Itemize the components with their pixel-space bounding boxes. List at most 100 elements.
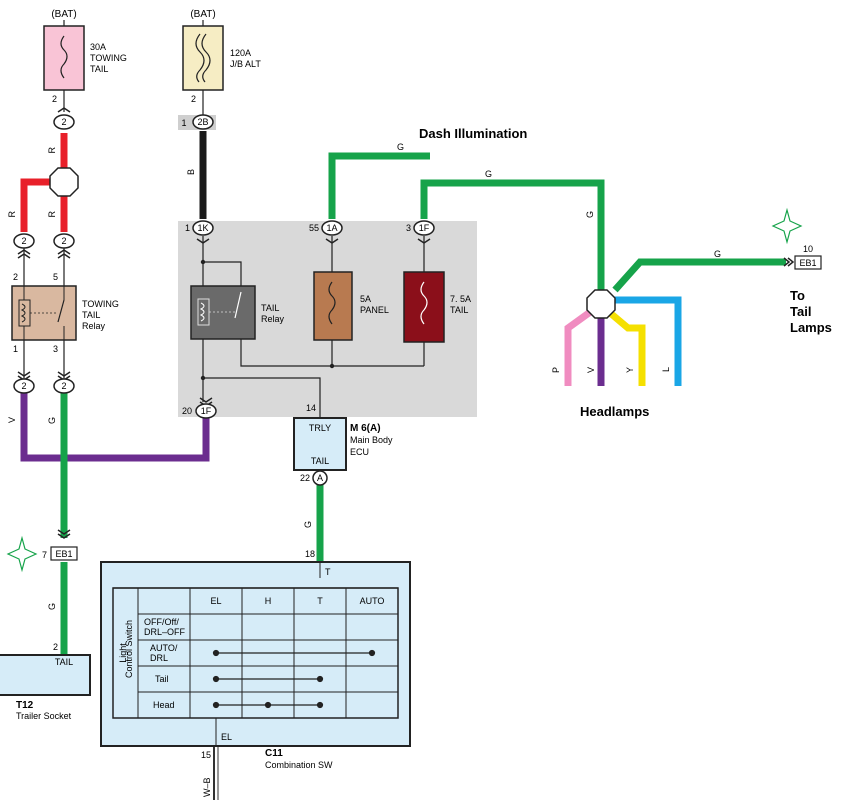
svg-text:M 6(A): M 6(A) xyxy=(350,423,381,434)
svg-text:PANEL: PANEL xyxy=(360,305,389,315)
svg-text:G: G xyxy=(303,521,313,528)
relay-coil-icon xyxy=(20,303,26,323)
svg-text:P: P xyxy=(551,367,561,373)
svg-text:R: R xyxy=(7,211,17,218)
connector-1k: 1 1K xyxy=(185,220,214,244)
headlamp-splice-icon xyxy=(586,289,616,319)
svg-text:1K: 1K xyxy=(197,223,208,233)
svg-text:Head: Head xyxy=(153,700,175,710)
svg-text:2: 2 xyxy=(61,381,66,391)
svg-text:TAIL: TAIL xyxy=(261,303,279,313)
main-body-ecu: 14 TRLY TAIL M 6(A) Main Body ECU 22 A xyxy=(293,403,393,486)
connector-1f-bottom: 20 1F xyxy=(182,397,217,419)
ground-star-icon xyxy=(6,535,38,573)
svg-text:Tail: Tail xyxy=(155,674,169,684)
svg-text:TOWING: TOWING xyxy=(90,53,127,63)
svg-text:H: H xyxy=(265,596,272,606)
fuse-30a-towing-tail: (BAT) 30A TOWING TAIL 2 xyxy=(43,9,127,112)
svg-text:120A: 120A xyxy=(230,48,251,58)
svg-text:Light: Light xyxy=(118,643,128,663)
combination-switch-label: C11 Combination SW xyxy=(265,748,333,770)
svg-text:ECU: ECU xyxy=(350,447,369,457)
svg-text:Main Body: Main Body xyxy=(350,435,393,445)
svg-text:15: 15 xyxy=(201,750,211,760)
svg-text:Relay: Relay xyxy=(82,321,106,331)
svg-text:2: 2 xyxy=(13,272,18,282)
svg-text:1F: 1F xyxy=(419,223,430,233)
connector-1a: 55 1A xyxy=(309,220,343,244)
svg-text:1: 1 xyxy=(185,223,190,233)
red-wires xyxy=(20,133,68,232)
dash-illumination-label: Dash Illumination xyxy=(419,126,527,141)
svg-text:R: R xyxy=(47,211,57,218)
svg-text:EL: EL xyxy=(221,732,232,742)
svg-text:TAIL: TAIL xyxy=(55,657,73,667)
connector-eb1-right: 10 EB1 xyxy=(783,244,822,270)
svg-text:V: V xyxy=(586,367,596,373)
trailer-socket: 2 TAIL T12 Trailer Socket xyxy=(0,642,91,721)
svg-text:2: 2 xyxy=(52,94,57,104)
fuse-5a-panel: 5A PANEL xyxy=(313,271,389,341)
fuse-7-5a-tail: 7. 5A TAIL xyxy=(403,271,471,343)
svg-text:10: 10 xyxy=(803,244,813,254)
svg-text:3: 3 xyxy=(406,223,411,233)
svg-text:7: 7 xyxy=(42,550,47,560)
svg-text:J/B ALT: J/B ALT xyxy=(230,59,261,69)
svg-text:EB1: EB1 xyxy=(799,258,816,268)
svg-text:R: R xyxy=(47,147,57,154)
tail-relay: TAIL Relay xyxy=(190,285,285,340)
fuse-120a-jb-alt: (BAT) 120A J/B ALT 2 xyxy=(182,9,261,116)
headlamps-label: Headlamps xyxy=(580,404,649,419)
svg-text:20: 20 xyxy=(182,406,192,416)
svg-text:G: G xyxy=(714,249,721,259)
svg-text:2: 2 xyxy=(61,117,66,127)
relay-switch-icon xyxy=(57,299,65,323)
svg-text:(BAT): (BAT) xyxy=(51,9,76,20)
svg-text:Lamps: Lamps xyxy=(790,320,832,335)
svg-text:AUTO: AUTO xyxy=(360,596,385,606)
svg-text:W–B: W–B xyxy=(202,777,212,797)
svg-text:V: V xyxy=(7,417,17,423)
svg-text:T: T xyxy=(317,596,323,606)
svg-text:EB1: EB1 xyxy=(55,549,72,559)
connector-1f-top: 3 1F xyxy=(406,220,435,244)
svg-text:2B: 2B xyxy=(197,117,208,127)
connector-2-right-low: 2 xyxy=(53,371,75,394)
svg-text:TOWING: TOWING xyxy=(82,299,119,309)
svg-text:OFF/Off/: OFF/Off/ xyxy=(144,617,179,627)
junction-dots xyxy=(200,259,335,381)
svg-text:(BAT): (BAT) xyxy=(190,9,215,20)
svg-text:To: To xyxy=(790,288,805,303)
svg-text:TAIL: TAIL xyxy=(90,64,108,74)
svg-text:DRL–OFF: DRL–OFF xyxy=(144,627,186,637)
svg-text:DRL: DRL xyxy=(150,653,168,663)
svg-text:Combination SW: Combination SW xyxy=(265,760,333,770)
svg-text:G: G xyxy=(485,169,492,179)
violet-wire xyxy=(20,392,210,462)
svg-text:Y: Y xyxy=(625,367,635,373)
svg-text:1F: 1F xyxy=(201,406,212,416)
relay-coil-icon xyxy=(199,302,205,322)
towing-tail-relay: 2 5 TOWING TAIL Relay 1 3 xyxy=(11,272,119,354)
svg-text:G: G xyxy=(47,603,57,610)
green-wires xyxy=(60,152,786,655)
svg-text:5: 5 xyxy=(53,272,58,282)
svg-text:1: 1 xyxy=(13,344,18,354)
svg-text:T12: T12 xyxy=(16,700,34,711)
svg-text:G: G xyxy=(397,142,404,152)
svg-text:EL: EL xyxy=(210,596,221,606)
svg-text:T: T xyxy=(325,567,331,577)
svg-text:2: 2 xyxy=(191,94,196,104)
svg-text:TAIL: TAIL xyxy=(82,310,100,320)
svg-text:TAIL: TAIL xyxy=(311,456,329,466)
svg-text:2: 2 xyxy=(61,236,66,246)
svg-text:30A: 30A xyxy=(90,42,106,52)
svg-text:18: 18 xyxy=(305,549,315,559)
svg-text:1: 1 xyxy=(181,118,186,128)
connector-eb1-left: 7 EB1 xyxy=(42,529,78,561)
headlamp-wires xyxy=(564,296,682,386)
svg-text:L: L xyxy=(661,367,671,372)
svg-text:TRLY: TRLY xyxy=(309,423,331,433)
svg-text:2: 2 xyxy=(21,381,26,391)
